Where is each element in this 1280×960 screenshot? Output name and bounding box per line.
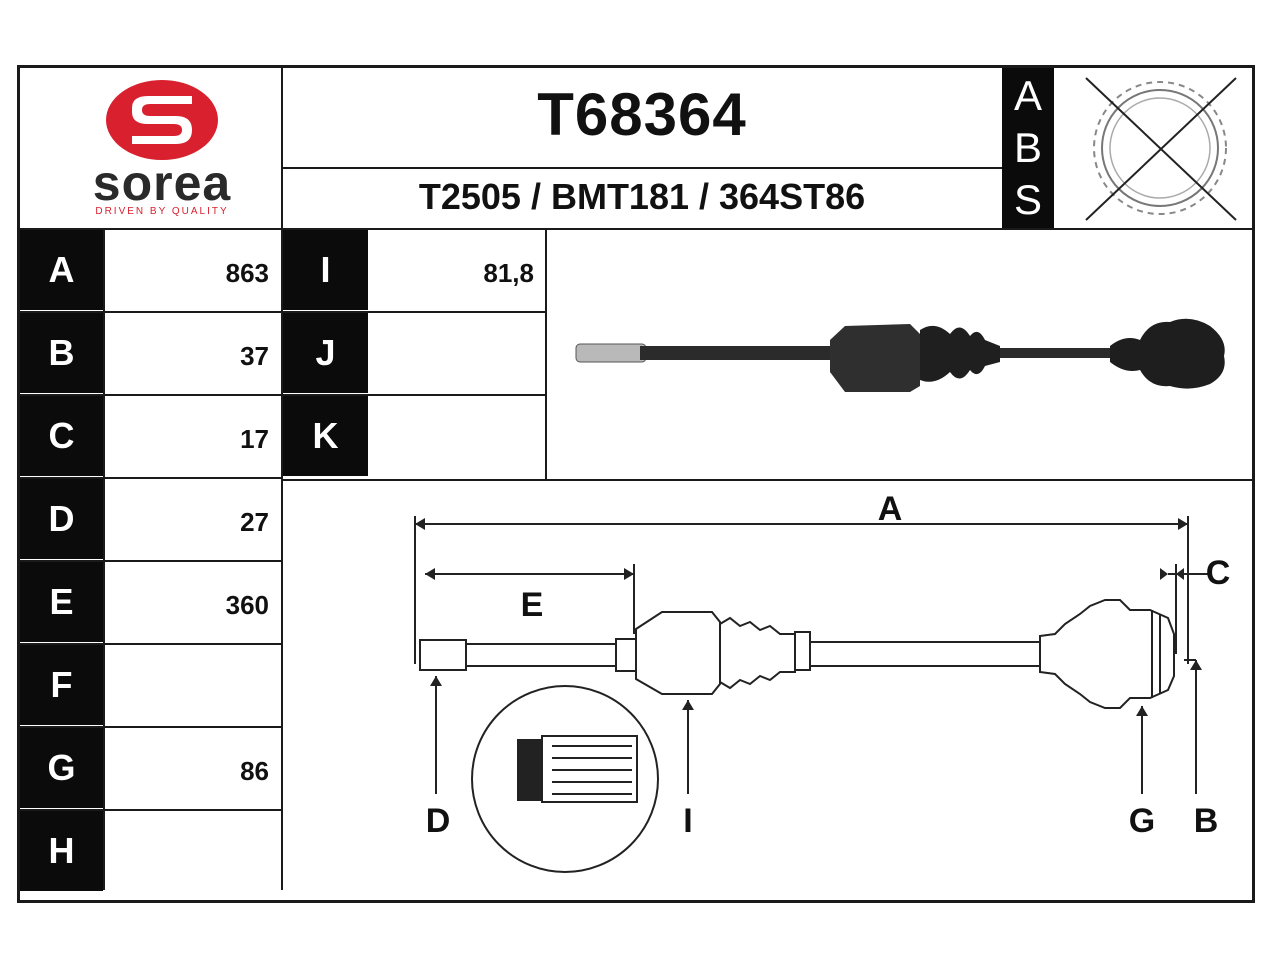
dim-label-d: D	[426, 802, 451, 840]
spec-row-divider	[20, 311, 282, 313]
abs-letter-b: B	[1013, 124, 1042, 171]
spec-row-divider	[20, 809, 282, 811]
technical-diagram: A E C D I G B	[414, 490, 1231, 873]
brand-logo: sorea DRIVEN BY QUALITY	[20, 68, 280, 228]
sorea-emblem-icon	[106, 80, 218, 160]
dim-label-g: G	[1129, 802, 1155, 840]
spec-row-divider	[20, 560, 282, 562]
left-table-label-divider	[103, 228, 105, 890]
dim-label-b: B	[1194, 802, 1219, 840]
spec-row-divider	[283, 311, 546, 313]
dim-label-i: I	[683, 802, 692, 840]
spec-label-left: H	[20, 811, 103, 891]
abs-letter-s: S	[1013, 176, 1042, 223]
spec-value-left: 863	[225, 258, 269, 288]
spec-row-divider	[20, 477, 282, 479]
right-table-divider	[545, 228, 547, 480]
spec-row-divider	[283, 394, 546, 396]
brand-name: sorea	[92, 155, 232, 211]
code-divider	[283, 167, 1002, 169]
no-abs-ring-icon	[1085, 77, 1237, 221]
logo-divider	[281, 68, 283, 890]
spec-label-left: D	[20, 479, 103, 559]
spec-value-left: 360	[225, 590, 269, 620]
spec-label-right: I	[283, 230, 368, 310]
spec-sheet-frame	[17, 65, 1255, 903]
spec-label-left: C	[20, 396, 103, 476]
part-code: T68364	[537, 81, 747, 148]
spec-value-left: 37	[240, 341, 269, 371]
spec-row-divider	[20, 394, 282, 396]
brand-tagline: DRIVEN BY QUALITY	[95, 206, 229, 217]
spec-row-divider	[20, 643, 282, 645]
drive-shaft-photo	[575, 318, 1225, 392]
header-bottom-divider	[20, 228, 1254, 230]
photo-bottom-divider	[283, 479, 1254, 481]
spec-row-divider	[20, 726, 282, 728]
spec-label-left: F	[20, 645, 103, 725]
spec-label-right: K	[283, 396, 368, 476]
spec-label-left: A	[20, 230, 103, 310]
spec-value-left: 86	[240, 756, 269, 786]
spec-value-left: 17	[240, 424, 269, 454]
cross-reference-codes: T2505 / BMT181 / 364ST86	[418, 176, 866, 217]
spec-label-left: E	[20, 562, 103, 642]
spec-label-left: B	[20, 313, 103, 393]
spec-label-left: G	[20, 728, 103, 808]
abs-letter-a: A	[1013, 72, 1042, 119]
spec-value-left: 27	[240, 507, 269, 537]
abs-column: A B S	[1002, 68, 1054, 228]
dim-label-c: C	[1206, 554, 1231, 592]
dim-label-e: E	[521, 586, 544, 624]
dim-label-a: A	[878, 490, 903, 528]
spec-value-right: 81,8	[483, 258, 534, 288]
spec-label-right: J	[283, 313, 368, 393]
